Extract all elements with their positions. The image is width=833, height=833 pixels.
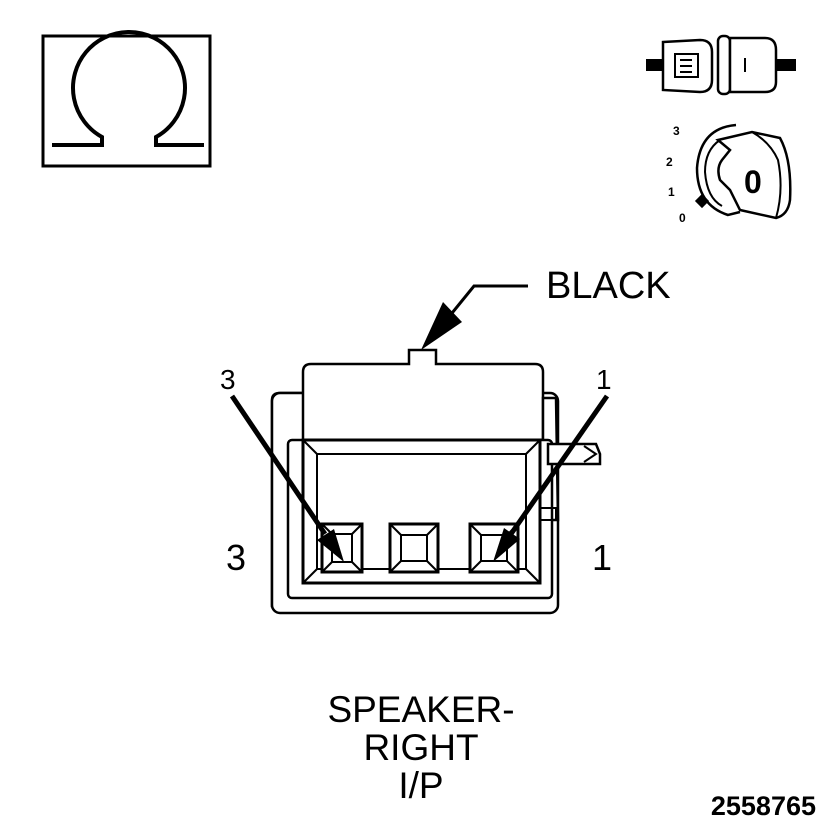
caption-line-3: I/P (398, 765, 443, 806)
ignition-position-1: 1 (668, 185, 675, 199)
ignition-position-3: 3 (673, 124, 680, 138)
ignition-position-2: 2 (666, 155, 673, 169)
pin-callout-label-1: 1 (596, 364, 612, 395)
cavity-2 (388, 522, 440, 574)
ignition-position-0: 0 (679, 211, 686, 225)
pin-callout-label-3: 3 (220, 364, 236, 395)
pin-1-callout: 1 (493, 364, 612, 562)
ohm-icon (41, 29, 212, 168)
connector-disconnected-icon (646, 34, 796, 96)
caption-line-2: RIGHT (363, 727, 478, 768)
side-label-3: 3 (226, 537, 246, 578)
ignition-key-label: 0 (744, 164, 762, 200)
side-label-1: 1 (592, 537, 612, 578)
connector-face (270, 348, 602, 615)
figure-id: 2558765 (711, 791, 816, 821)
position-marker-icon (694, 193, 710, 209)
pin-3-callout: 3 (220, 364, 344, 562)
ignition-key-icon: 3 2 1 0 0 (666, 123, 792, 225)
connector-color-label: BLACK (546, 265, 671, 307)
color-callout: BLACK (421, 265, 671, 350)
caption-line-1: SPEAKER- (327, 689, 514, 730)
